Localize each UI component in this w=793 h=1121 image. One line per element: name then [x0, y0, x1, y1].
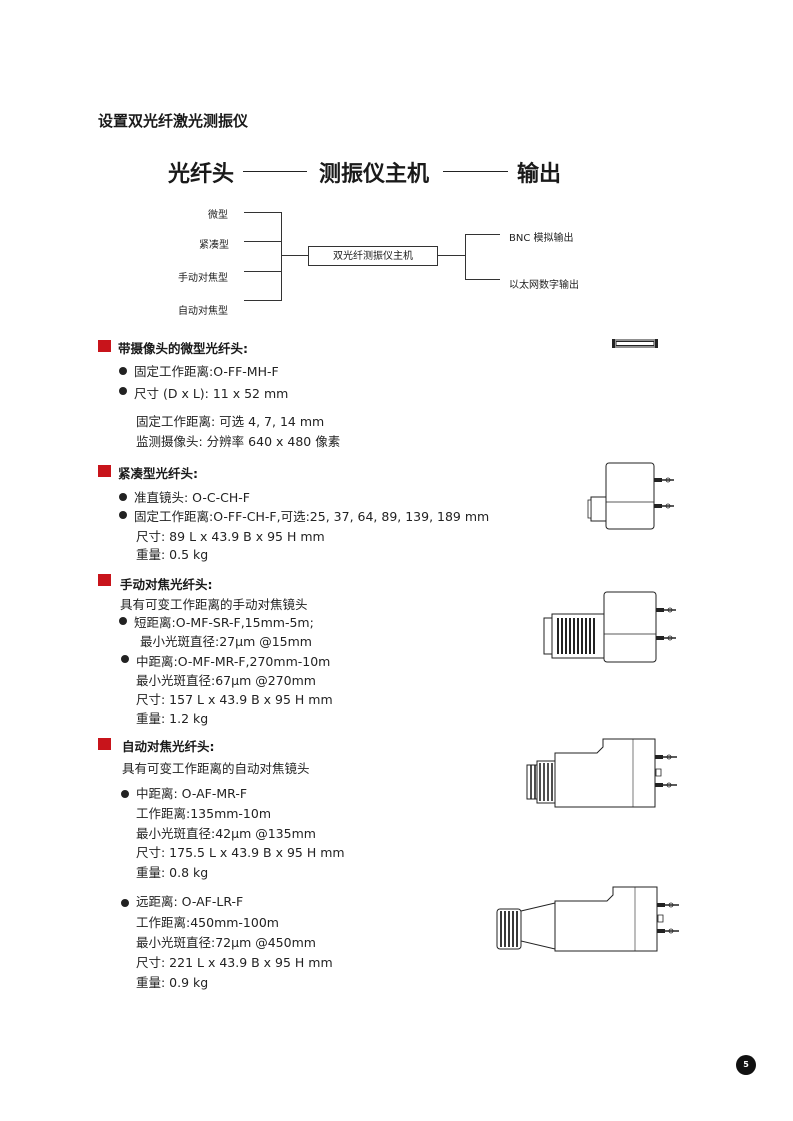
spec-line: 重量: 0.8 kg: [136, 865, 209, 880]
section-intro: 具有可变工作距离的手动对焦镜头: [120, 597, 308, 612]
chain-connector: [443, 171, 508, 172]
spec-line: 远距离: O-AF-LR-F: [136, 894, 244, 909]
chain-item-main-unit: 测振仪主机: [319, 162, 430, 187]
spec-line: 最小光斑直径:27µm @15mm: [140, 634, 312, 649]
section-title-auto: 自动对焦光纤头:: [122, 739, 215, 754]
spec-line: 最小光斑直径:42µm @135mm: [136, 826, 316, 841]
diagram-line: [465, 234, 466, 279]
spec-line: 尺寸: 221 L x 43.9 B x 95 H mm: [136, 955, 333, 970]
spec-line: 最小光斑直径:72µm @450mm: [136, 935, 316, 950]
manual-focus-fiber-head-drawing: [540, 590, 680, 664]
chain-item-fiber-head: 光纤头: [168, 162, 235, 187]
spec-line: 工作距离:450mm-100m: [136, 915, 279, 930]
spec-line: 短距离:O-MF-SR-F,15mm-5m;: [134, 615, 314, 630]
section-marker: [98, 465, 111, 477]
diagram-line: [244, 300, 282, 301]
bullet-dot: [119, 617, 127, 625]
spec-line: 准直镜头: O-C-CH-F: [134, 490, 250, 505]
chain-connector: [243, 171, 307, 172]
diagram-line: [438, 255, 465, 256]
diagram-line: [281, 212, 282, 301]
auto-focus-mr-fiber-head-drawing: [525, 737, 685, 811]
diagram-input-micro: 微型: [208, 210, 228, 221]
diagram-main-unit-box: 双光纤测振仪主机: [308, 246, 438, 266]
diagram-input-auto: 自动对焦型: [178, 306, 228, 317]
auto-focus-lr-fiber-head-drawing: [495, 885, 685, 955]
micro-fiber-head-drawing: [612, 339, 658, 348]
diagram-line: [465, 234, 500, 235]
spec-line: 最小光斑直径:67µm @270mm: [136, 673, 316, 688]
spec-line: 中距离: O-AF-MR-F: [136, 786, 248, 801]
section-marker: [98, 340, 111, 352]
chain-item-output: 输出: [517, 162, 562, 187]
diagram-output-bnc: BNC 模拟输出: [509, 233, 574, 244]
bullet-dot: [119, 387, 127, 395]
diagram-line: [244, 212, 282, 213]
spec-line: 尺寸: 89 L x 43.9 B x 95 H mm: [136, 529, 325, 544]
spec-line: 固定工作距离:O-FF-MH-F: [134, 364, 279, 379]
section-title-manual: 手动对焦光纤头:: [120, 577, 213, 592]
spec-line: 固定工作距离:O-FF-CH-F,可选:25, 37, 64, 89, 139,…: [134, 509, 490, 524]
diagram-input-manual: 手动对焦型: [178, 273, 228, 284]
spec-line: 尺寸: 157 L x 43.9 B x 95 H mm: [136, 692, 333, 707]
section-marker: [98, 574, 111, 586]
diagram-input-compact: 紧凑型: [199, 240, 229, 251]
bullet-dot: [121, 655, 129, 663]
section-marker: [98, 738, 111, 750]
diagram-line: [465, 279, 500, 280]
spec-line: 重量: 0.5 kg: [136, 547, 209, 562]
section-title-micro: 带摄像头的微型光纤头:: [118, 341, 248, 356]
compact-fiber-head-drawing: [588, 462, 680, 530]
diagram-line: [244, 271, 282, 272]
spec-line: 固定工作距离: 可选 4, 7, 14 mm: [136, 414, 325, 429]
spec-line: 尺寸 (D x L): 11 x 52 mm: [134, 386, 289, 401]
spec-line: 工作距离:135mm-10m: [136, 806, 272, 821]
diagram-line: [281, 255, 308, 256]
spec-line: 监测摄像头: 分辨率 640 x 480 像素: [136, 434, 341, 449]
bullet-dot: [119, 367, 127, 375]
spec-line: 重量: 1.2 kg: [136, 711, 209, 726]
spec-line: 中距离:O-MF-MR-F,270mm-10m: [136, 654, 331, 669]
section-intro: 具有可变工作距离的自动对焦镜头: [122, 761, 310, 776]
bullet-dot: [119, 511, 127, 519]
diagram-line: [244, 241, 282, 242]
page-title: 设置双光纤激光测振仪: [98, 112, 249, 130]
spec-line: 尺寸: 175.5 L x 43.9 B x 95 H mm: [136, 845, 345, 860]
bullet-dot: [121, 790, 129, 798]
section-title-compact: 紧凑型光纤头:: [118, 466, 198, 481]
diagram-output-ethernet: 以太网数字输出: [509, 280, 579, 291]
bullet-dot: [121, 899, 129, 907]
page-number: 5: [736, 1055, 756, 1075]
spec-line: 重量: 0.9 kg: [136, 975, 209, 990]
bullet-dot: [119, 493, 127, 501]
